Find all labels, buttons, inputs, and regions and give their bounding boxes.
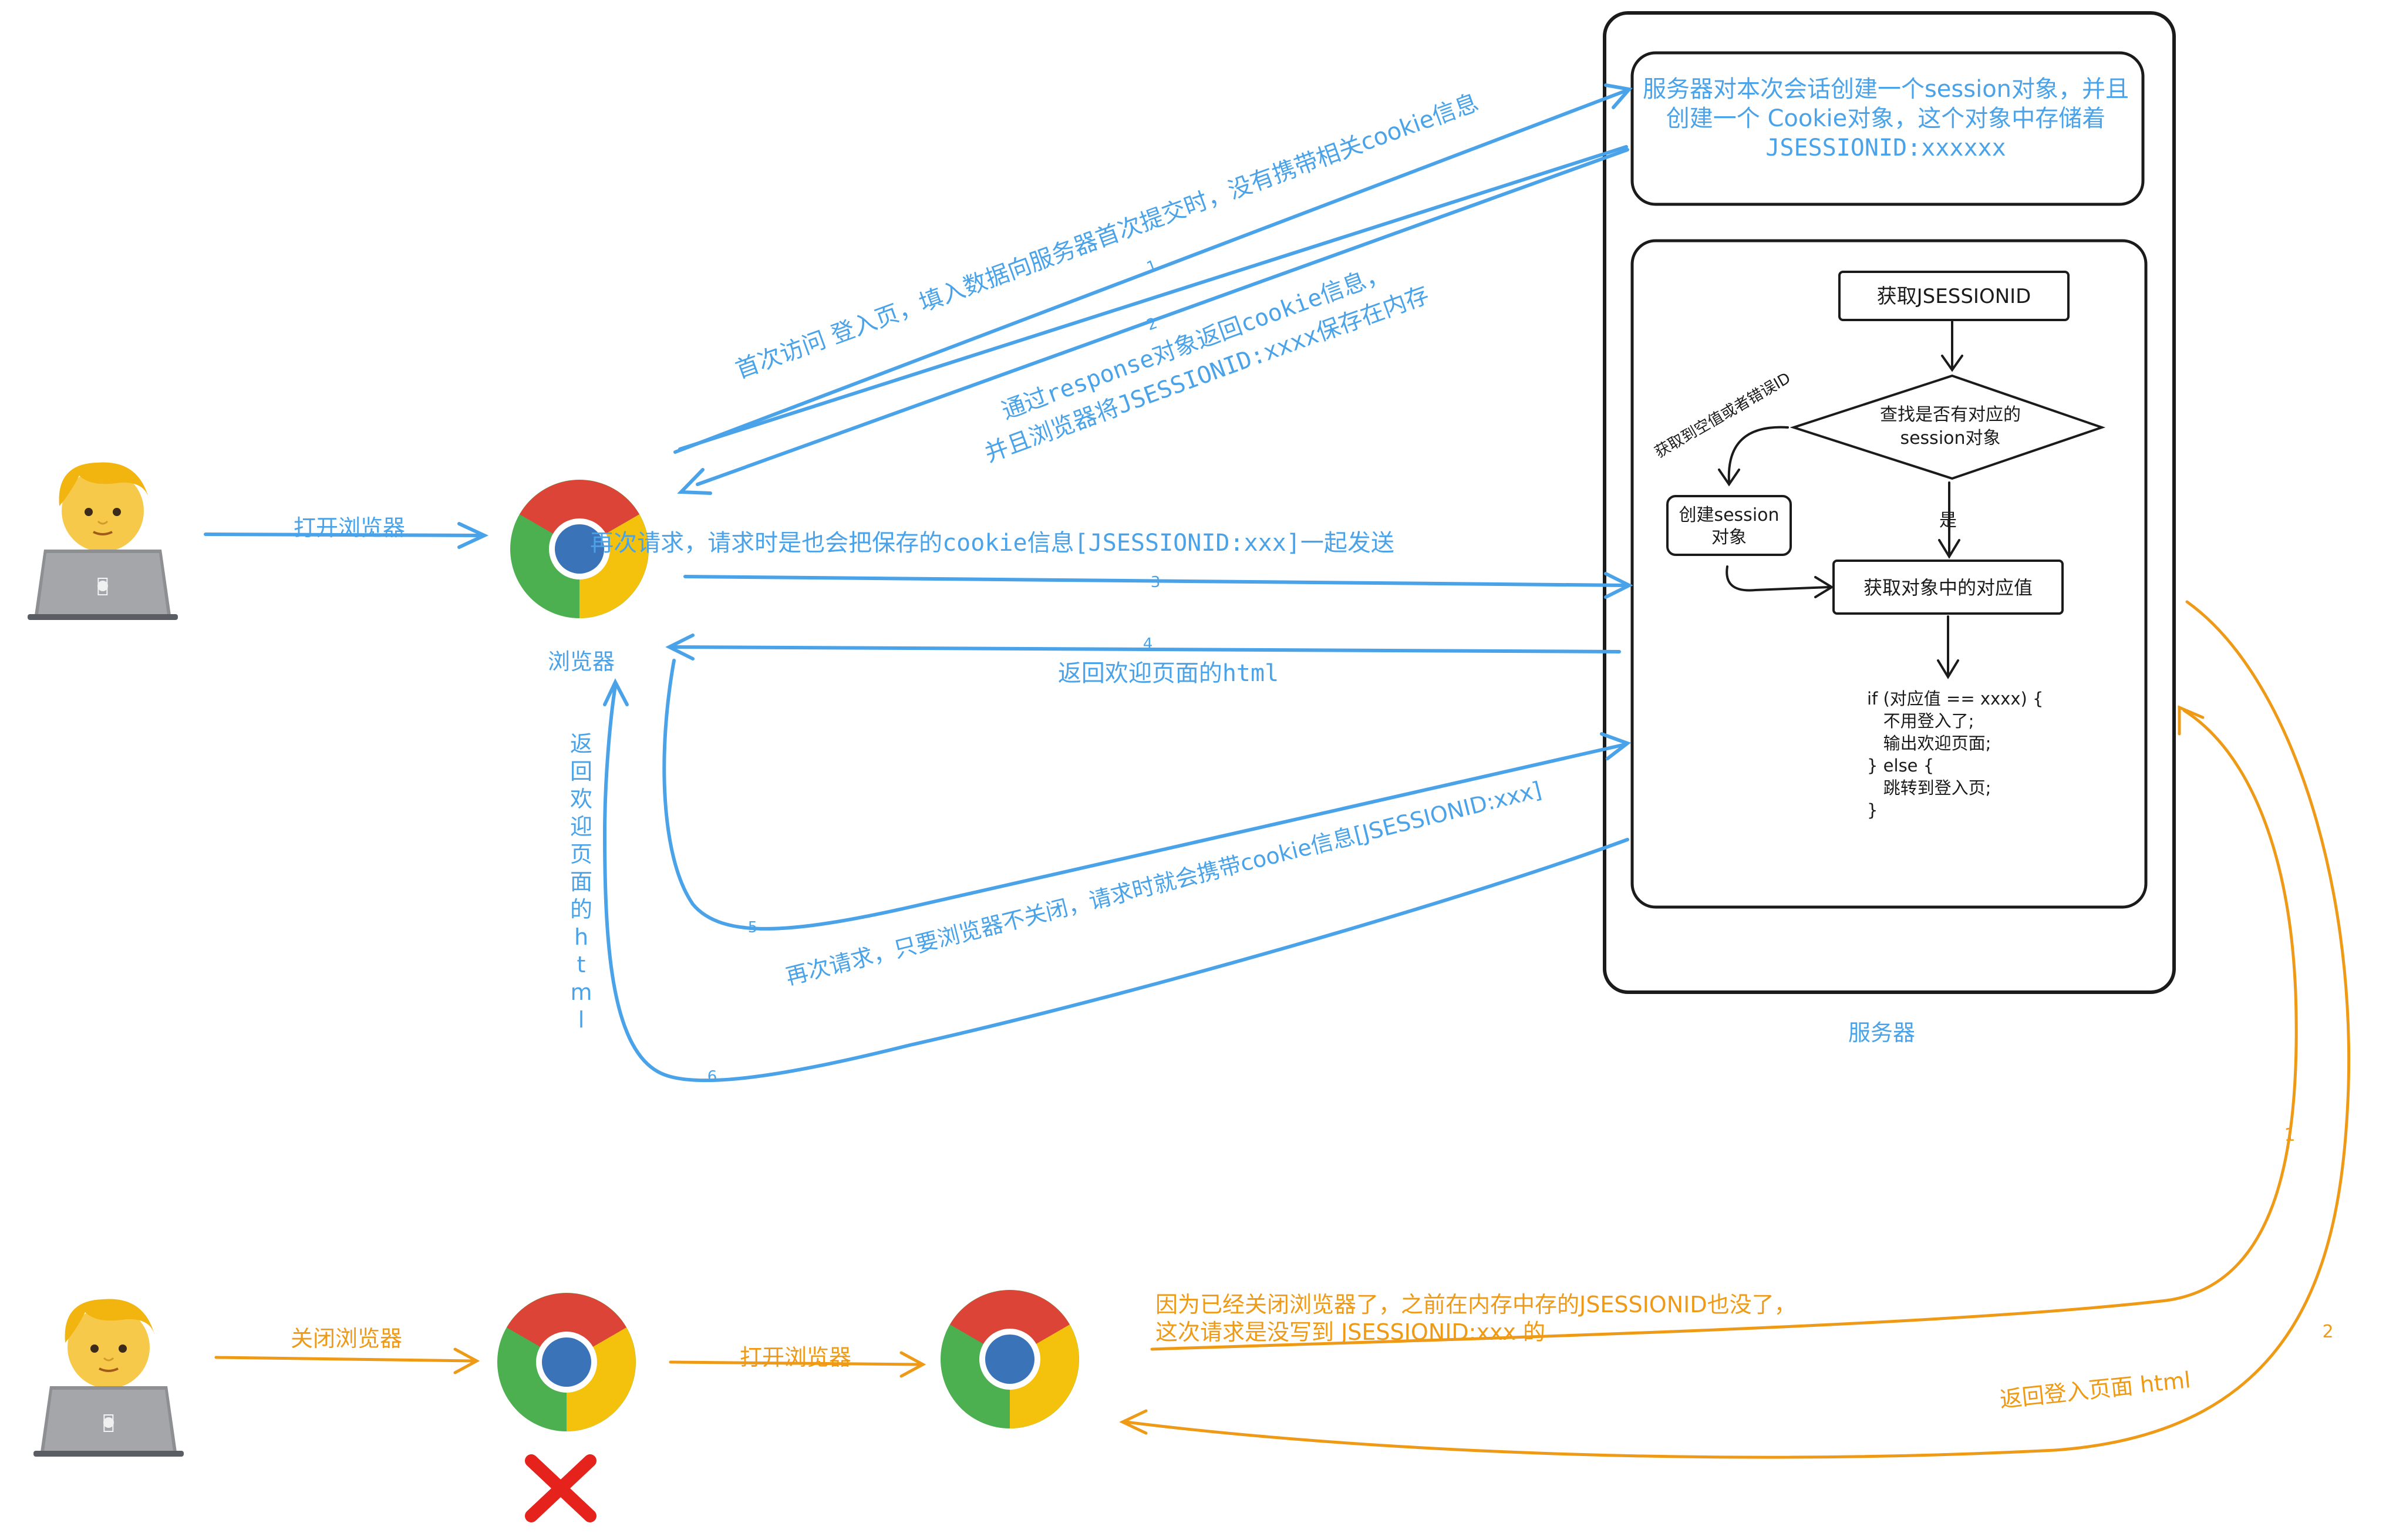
vertical-char: h bbox=[574, 924, 588, 950]
arrow-4-label: 返回欢迎页面的html bbox=[1058, 660, 1279, 687]
arrow-5 bbox=[662, 659, 1627, 931]
create-session-line2: 对象 bbox=[1711, 527, 1747, 548]
red-x-icon bbox=[525, 1454, 597, 1522]
vertical-char: 迎 bbox=[570, 814, 592, 840]
vertical-char: t bbox=[577, 952, 586, 978]
server-note-line2: 创建一个 Cookie对象，这个对象中存储着 bbox=[1666, 105, 2105, 132]
open-browser-arrow bbox=[204, 522, 489, 549]
code-line: 输出欢迎页面; bbox=[1867, 733, 1991, 753]
get-jsessionid-label: 获取JSESSIONID bbox=[1877, 285, 2031, 308]
get-value-node bbox=[1832, 560, 2064, 615]
vertical-char: 欢 bbox=[570, 786, 592, 812]
arrow-3-label: 再次请求，请求时是也会把保存的cookie信息[JSESSIONID:xxx]一… bbox=[590, 530, 1394, 557]
create-session-line1: 创建session bbox=[1679, 505, 1779, 525]
vertical-char: 页 bbox=[570, 841, 592, 867]
code-block: if (对应值 == xxxx) { 不用登入了; 输出欢迎页面; } else… bbox=[1867, 689, 2043, 820]
vertical-char: 返 bbox=[570, 731, 592, 757]
server-label: 服务器 bbox=[1848, 1020, 1915, 1046]
code-line: 跳转到登入页; bbox=[1867, 778, 1991, 798]
server-box bbox=[1603, 11, 2176, 994]
chrome-browser-icon[interactable] bbox=[941, 1290, 1079, 1428]
bottom-note-line2: 这次请求是没写到 JSESSIONID:xxx 的 bbox=[1155, 1319, 1545, 1345]
return-login-label: 返回登入页面 html bbox=[1999, 1367, 2192, 1413]
vertical-char: l bbox=[578, 1007, 585, 1033]
browser-label: 浏览器 bbox=[548, 649, 615, 675]
no-branch-label: 获取到空值或者错误ID bbox=[1652, 369, 1794, 461]
arrow-1-label: 首次访问 登入页，填入数据向服务器首次提交时，没有携带相关cookie信息 bbox=[732, 89, 1482, 384]
vertical-return-label: 返 回 欢 迎 页 面 的 h t m l bbox=[570, 731, 592, 1033]
arrow-2 bbox=[678, 145, 1628, 451]
arrow-6-number: 6 bbox=[707, 1068, 717, 1086]
vertical-char: 的 bbox=[570, 897, 592, 922]
get-value-label: 获取对象中的对应值 bbox=[1863, 577, 2033, 599]
arrow-1 bbox=[673, 89, 1627, 454]
flowchart-box bbox=[1630, 239, 2148, 909]
vertical-char: m bbox=[570, 979, 592, 1005]
create-session-node bbox=[1666, 495, 1792, 556]
arrow-4 bbox=[670, 645, 1621, 653]
code-line: if (对应值 == xxxx) { bbox=[1867, 689, 2043, 709]
code-line: } bbox=[1867, 800, 1878, 820]
open-browser-label: 打开浏览器 bbox=[294, 515, 405, 541]
arrow-5-label: 再次请求，只要浏览器不关闭，请求时就会携带cookie信息[JSESSIONID… bbox=[783, 777, 1544, 990]
arrow-6 bbox=[602, 684, 1629, 1083]
server-note-box bbox=[1630, 51, 2145, 206]
orange-arrow-2-number: 2 bbox=[2322, 1322, 2333, 1342]
user-with-laptop-icon bbox=[32, 1298, 185, 1458]
arrow-5-number: 5 bbox=[748, 919, 758, 936]
user-with-laptop-icon bbox=[26, 461, 179, 621]
orange-arrow-1-number: 1 bbox=[2284, 1125, 2295, 1145]
vertical-char: 面 bbox=[570, 869, 592, 895]
chrome-browser-icon bbox=[497, 1293, 636, 1431]
code-line: 不用登入了; bbox=[1867, 711, 1974, 731]
yes-branch-label: 是 bbox=[1939, 510, 1957, 531]
vertical-char: 回 bbox=[570, 759, 592, 784]
find-session-line2: session对象 bbox=[1900, 428, 2000, 449]
get-jsessionid-node bbox=[1838, 271, 2070, 321]
arrow-3-number: 3 bbox=[1151, 574, 1161, 591]
server-note-line3: JSESSIONID:xxxxxx bbox=[1765, 134, 2006, 161]
close-browser-label: 关闭浏览器 bbox=[291, 1326, 402, 1352]
arrow-4-number: 4 bbox=[1143, 635, 1153, 653]
arrow-3 bbox=[683, 575, 1627, 587]
server-note-line1: 服务器对本次会话创建一个session对象，并且 bbox=[1643, 76, 2129, 103]
code-line: } else { bbox=[1867, 756, 1934, 776]
find-session-line1: 查找是否有对应的 bbox=[1880, 405, 2021, 425]
orange-request-arrow bbox=[1150, 709, 2298, 1351]
open-browser-label: 打开浏览器 bbox=[740, 1344, 851, 1370]
find-session-decision bbox=[1790, 374, 2106, 480]
bottom-note-line1: 因为已经关闭浏览器了，之前在内存中存的JSESSIONID也没了， bbox=[1155, 1292, 1797, 1317]
orange-return-arrow bbox=[1124, 600, 2351, 1459]
